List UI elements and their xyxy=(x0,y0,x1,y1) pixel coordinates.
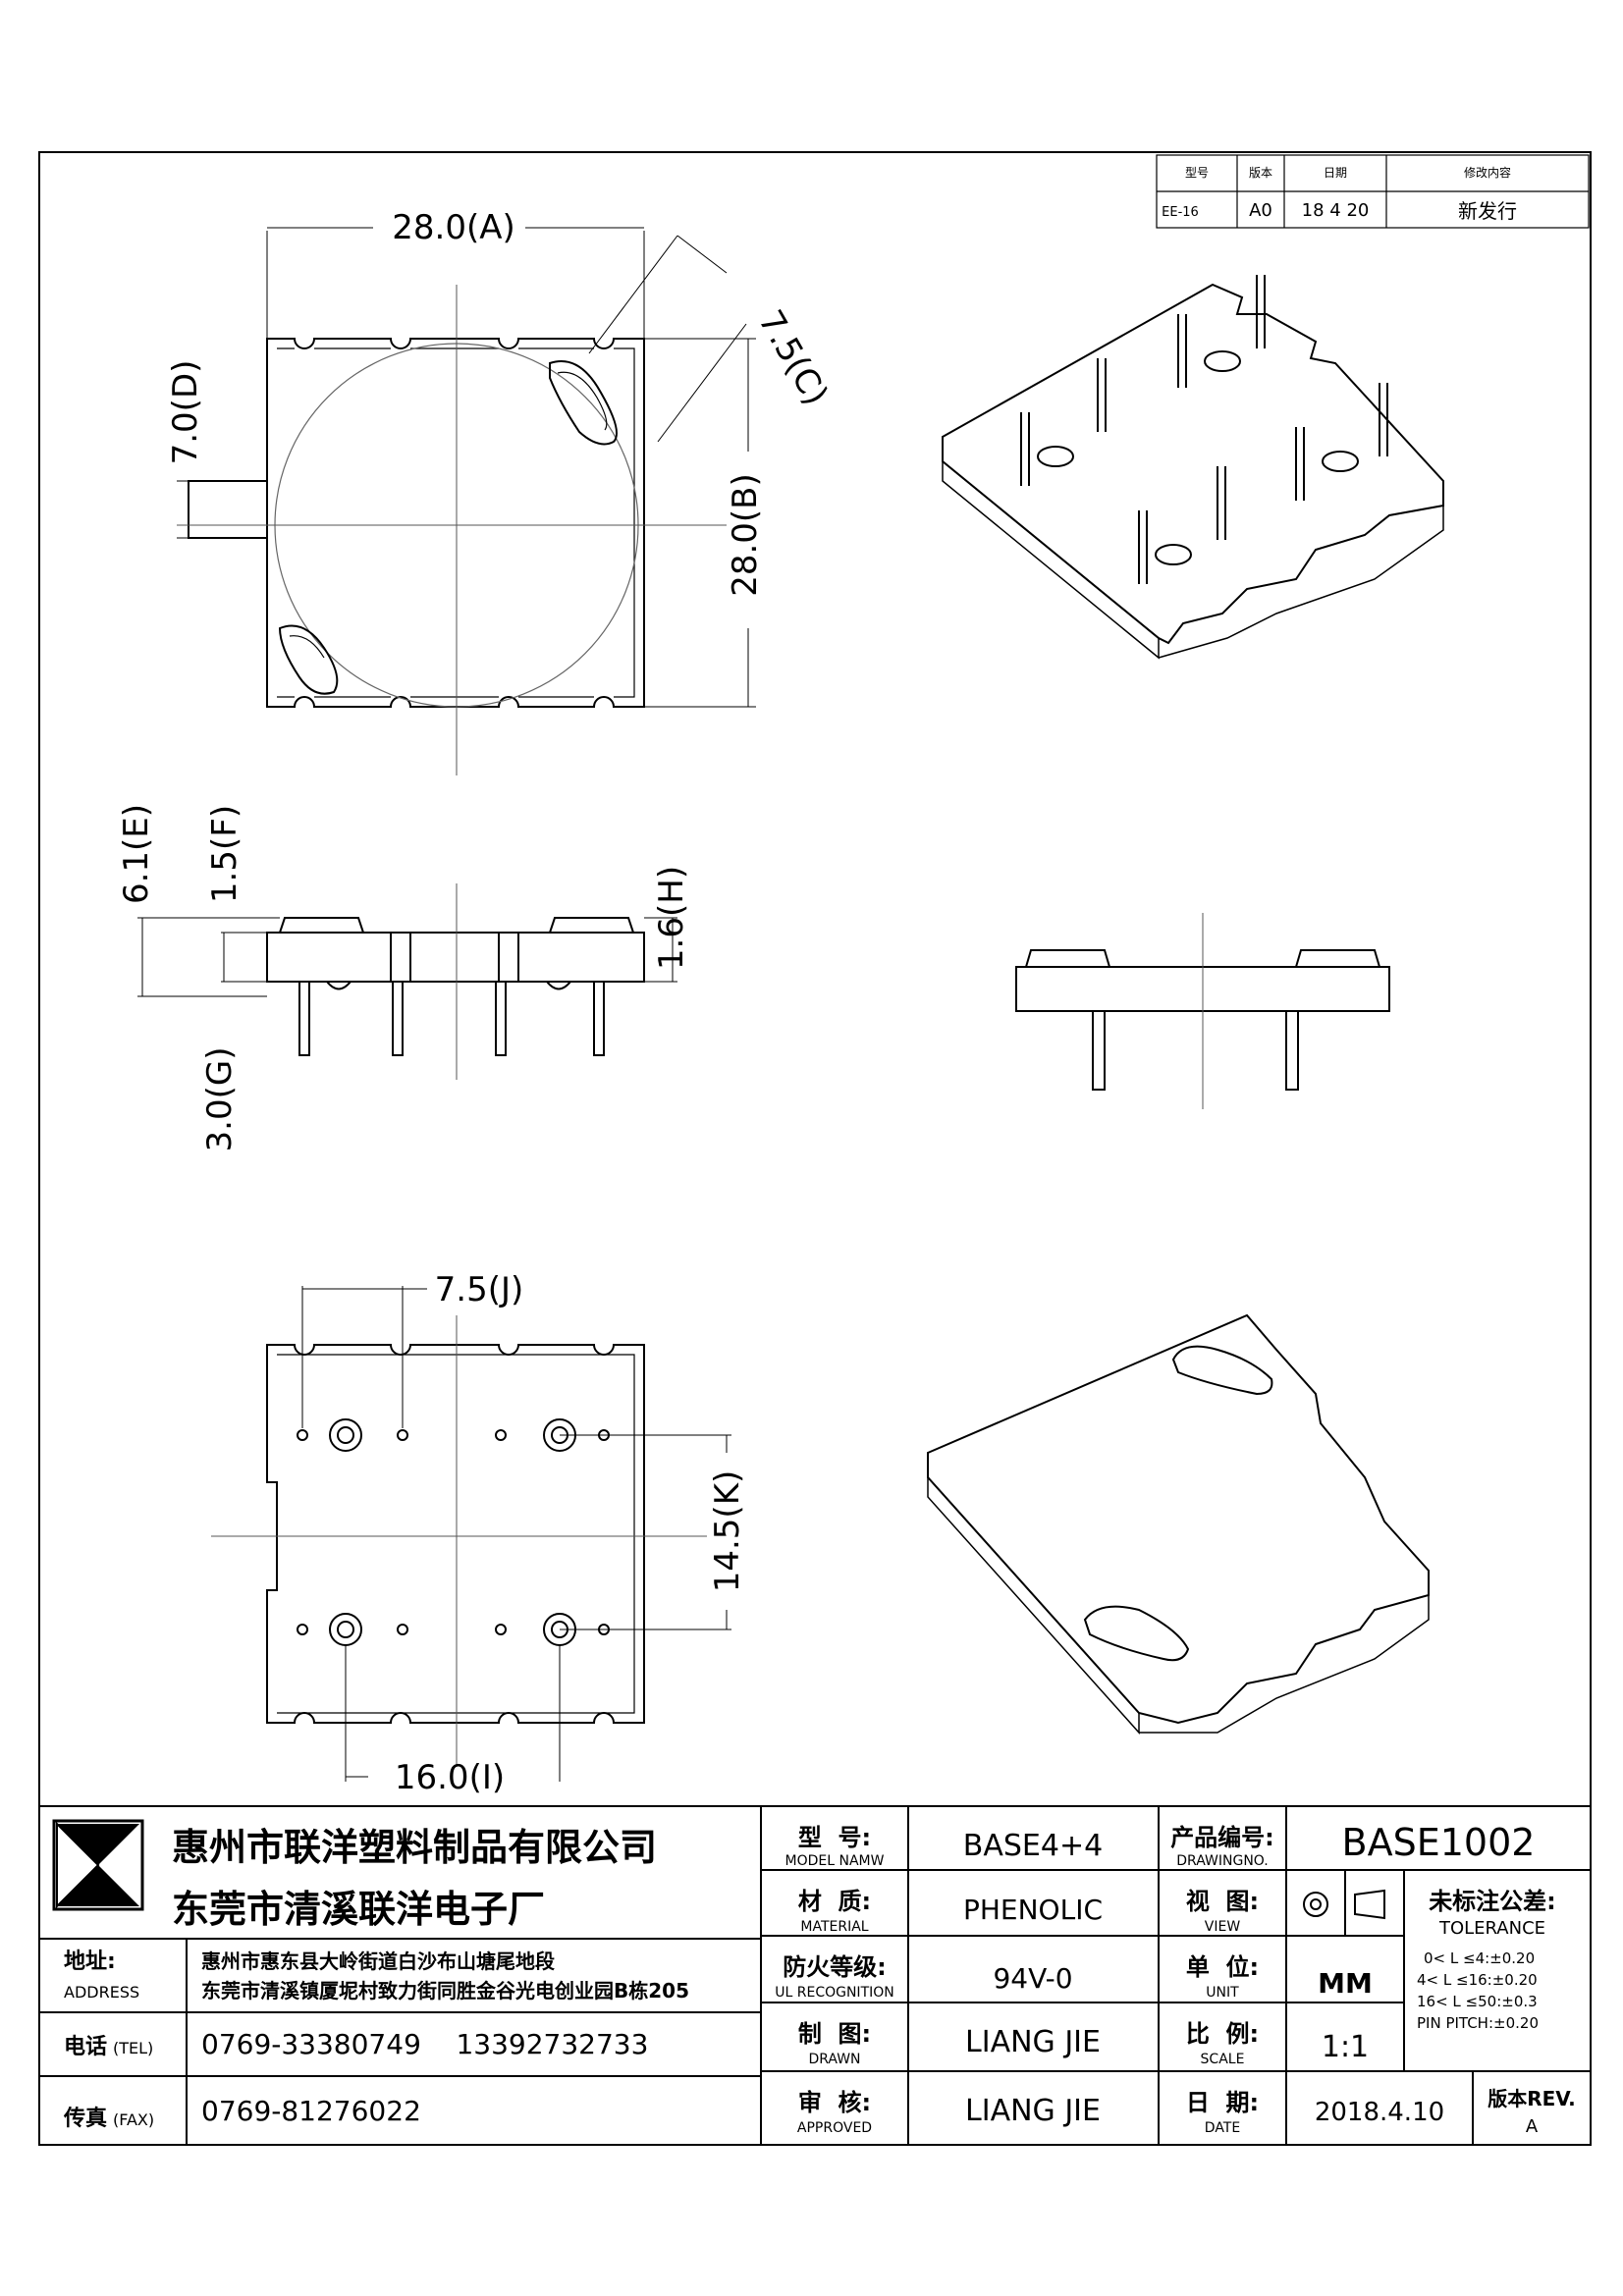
fax-value: 0769-81276022 xyxy=(201,2095,421,2127)
dim-jki-lines xyxy=(301,1286,731,1782)
bottom-view xyxy=(266,1344,645,1724)
title-block-grid xyxy=(38,1805,1592,2146)
side-view-left xyxy=(266,917,645,1056)
date-label-cn: 日 期: xyxy=(1186,2089,1259,2116)
tolerance-line-1: 0< L ≤4:±0.20 xyxy=(1424,1949,1535,1967)
dim-h-label: 1.6(H) xyxy=(652,866,691,970)
dim-b-label: 28.0(B) xyxy=(726,473,765,597)
approved-value: LIANG JIE xyxy=(965,2094,1101,2128)
scale-label-en: SCALE xyxy=(1201,2052,1245,2067)
drawn-label-cn: 制 图: xyxy=(798,2020,871,2048)
scale-value: 1:1 xyxy=(1322,2030,1369,2064)
drawing-no-value: BASE1002 xyxy=(1342,1821,1536,1864)
dim-e-label: 6.1(E) xyxy=(117,804,156,904)
tolerance-label-en: TOLERANCE xyxy=(1438,1918,1545,1939)
unit-value: MM xyxy=(1318,1967,1373,2000)
hourglass-logo-icon xyxy=(52,1819,144,1911)
date-value: 2018.4.10 xyxy=(1315,2098,1444,2127)
dim-efgh-lines xyxy=(137,917,677,997)
top-view xyxy=(188,338,645,708)
dim-a-lines xyxy=(266,227,645,339)
tel-label-cn: 电话 xyxy=(64,2035,107,2059)
unit-label-en: UNIT xyxy=(1206,1985,1239,2001)
material-value: PHENOLIC xyxy=(963,1894,1103,1926)
rev-header-version: 版本 xyxy=(1249,166,1272,180)
dim-i-label: 16.0(I) xyxy=(395,1758,505,1797)
material-label-cn: 材 质: xyxy=(798,1888,871,1915)
fax-label-en: (FAX) xyxy=(113,2110,154,2129)
dim-b-lines xyxy=(644,338,756,708)
tel-label-en: (TEL) xyxy=(113,2039,153,2057)
rev-row-version: A0 xyxy=(1249,200,1272,221)
dim-c-lines xyxy=(588,235,747,443)
rev-label: 版本REV. xyxy=(1488,2087,1576,2110)
material-label-en: MATERIAL xyxy=(800,1919,868,1935)
ul-label-en: UL RECOGNITION xyxy=(775,1985,894,2001)
address-label-en: ADDRESS xyxy=(64,1983,139,2002)
tolerance-line-4: PIN PITCH:±0.20 xyxy=(1417,2014,1539,2032)
fax-label-cn: 传真 xyxy=(63,2106,107,2131)
drawing-no-label-en: DRAWINGNO. xyxy=(1176,1853,1268,1869)
tolerance-label-cn: 未标注公差: xyxy=(1429,1888,1556,1915)
iso-view-bottom xyxy=(927,1313,1430,1735)
model-label-en: MODEL NAMW xyxy=(785,1853,885,1869)
ul-label-cn: 防火等级: xyxy=(783,1953,887,1981)
company-name-cn: 惠州市联洋塑料制品有限公司 xyxy=(172,1826,657,1869)
bottom-view-centerlines xyxy=(211,1315,707,1767)
revision-table xyxy=(1156,154,1590,229)
drawn-value: LIANG JIE xyxy=(965,2025,1101,2059)
drawing-no-label-cn: 产品编号: xyxy=(1170,1824,1274,1851)
scale-label-cn: 比 例: xyxy=(1186,2020,1259,2048)
dim-c-label: 7.5(C) xyxy=(750,303,836,411)
dim-d-lines xyxy=(177,480,189,539)
rev-header-date: 日期 xyxy=(1324,166,1347,180)
tel-value: 0769-33380749 13392732733 xyxy=(201,2028,648,2060)
address-label-cn: 地址: xyxy=(64,1949,116,1974)
address-line-1: 惠州市惠东县大岭街道白沙布山塘尾地段 xyxy=(201,1949,555,1973)
dim-a-label: 28.0(A) xyxy=(392,208,515,247)
view-label-en: VIEW xyxy=(1205,1919,1241,1935)
first-angle-projection-icon xyxy=(1303,1889,1385,1920)
dim-d-label: 7.0(D) xyxy=(166,360,205,465)
view-label-cn: 视 图: xyxy=(1186,1888,1259,1915)
tolerance-line-3: 16< L ≤50:±0.3 xyxy=(1417,1993,1538,2010)
rev-value: A xyxy=(1526,2116,1539,2137)
approved-label-en: APPROVED xyxy=(797,2120,872,2136)
date-label-en: DATE xyxy=(1205,2120,1240,2136)
rev-header-model: 型号 xyxy=(1185,166,1209,180)
dim-g-label: 3.0(G) xyxy=(200,1047,240,1152)
drawn-label-en: DRAWN xyxy=(808,2052,860,2067)
address-line-2: 东莞市清溪镇厦坭村致力街同胜金谷光电创业园B栋205 xyxy=(201,1979,689,2002)
rev-row-change: 新发行 xyxy=(1458,199,1517,223)
tolerance-line-2: 4< L ≤16:±0.20 xyxy=(1417,1971,1538,1989)
rev-header-change: 修改内容 xyxy=(1464,165,1511,180)
model-value: BASE4+4 xyxy=(963,1829,1103,1863)
dim-f-label: 1.5(F) xyxy=(205,805,244,903)
approved-label-cn: 审 核: xyxy=(798,2089,871,2116)
rev-row-model: EE-16 xyxy=(1162,205,1199,220)
model-label-cn: 型 号: xyxy=(798,1824,871,1851)
iso-view-top xyxy=(942,275,1444,660)
factory-name-cn: 东莞市清溪联洋电子厂 xyxy=(172,1888,545,1931)
unit-label-cn: 单 位: xyxy=(1186,1953,1259,1981)
ul-value: 94V-0 xyxy=(993,1962,1072,1995)
rev-row-date: 18 4 20 xyxy=(1302,200,1370,221)
top-view-centerlines xyxy=(177,285,727,775)
dim-j-label: 7.5(J) xyxy=(435,1270,524,1309)
dim-k-label: 14.5(K) xyxy=(708,1470,747,1593)
